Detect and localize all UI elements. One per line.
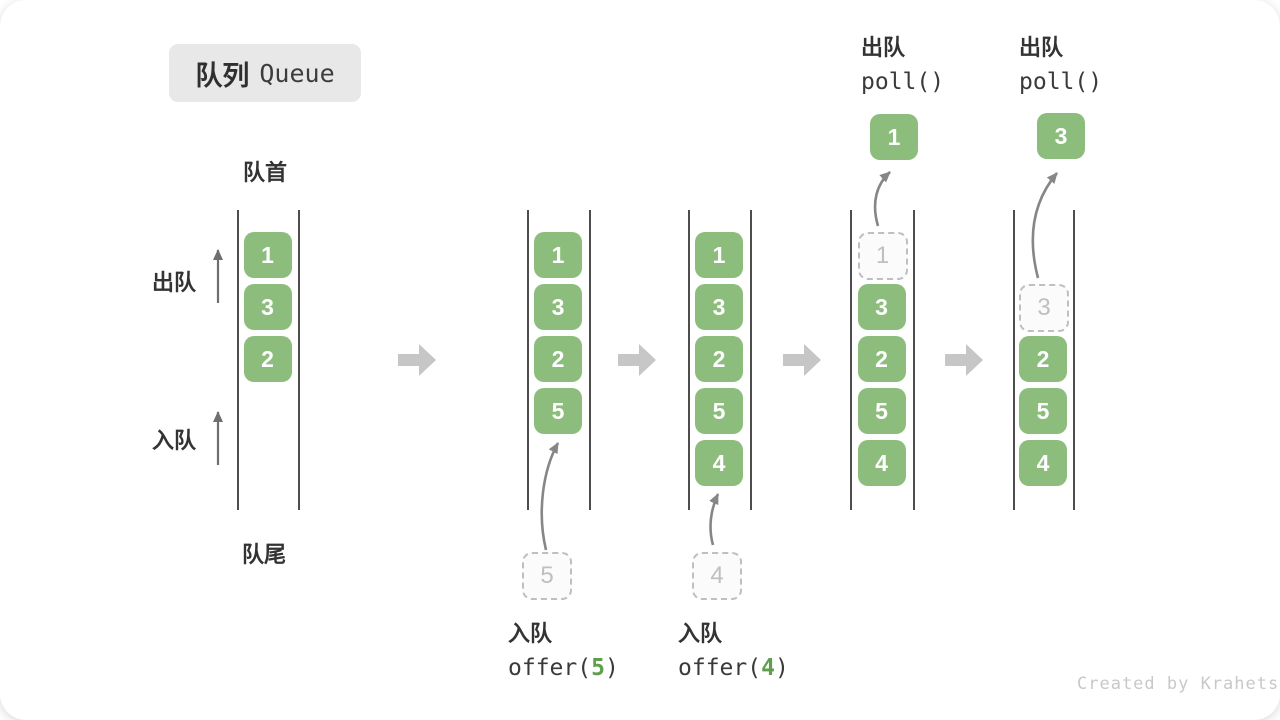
title-chinese: 队列 [195, 60, 250, 91]
title-box: 队列 Queue [169, 44, 361, 102]
dequeue-move-arrow-icon [873, 171, 891, 227]
title-english: Queue [259, 58, 335, 88]
incoming-element: 5 [522, 552, 572, 600]
queue-cell: 5 [1019, 388, 1067, 434]
queue-cell: 5 [857, 388, 906, 434]
queue-cell: 2 [695, 336, 743, 382]
label-queue-rear: 队尾 [242, 542, 287, 567]
operation-label: 出队 poll() [1019, 30, 1102, 95]
label-queue-front: 队首 [243, 160, 288, 185]
operation-label: 入队 offer(5) [508, 616, 619, 681]
queue-cell: 4 [695, 440, 743, 486]
queue-wall-right [913, 210, 915, 510]
outgoing-element: 3 [1037, 113, 1085, 159]
label-enqueue: 入队 [152, 428, 197, 453]
enqueue-move-arrow-icon [709, 493, 720, 546]
queue-wall-left [1013, 210, 1015, 510]
queue-cell: 3 [857, 284, 906, 330]
operation-name: 入队 [508, 621, 553, 646]
queue-cell: 5 [534, 388, 582, 434]
queue-wall-right [750, 210, 752, 510]
queue-cell: 2 [243, 336, 292, 382]
watermark-credit: Created by Krahets [1077, 674, 1280, 694]
operation-code: poll() [1019, 69, 1103, 95]
queue-wall-left [688, 210, 690, 510]
dequeue-move-arrow-icon [1031, 172, 1058, 279]
queue-cell: 4 [857, 440, 906, 486]
operation-name: 出队 [1019, 35, 1064, 60]
operation-code: offer(4) [678, 655, 789, 681]
queue-cell-removed: 3 [1019, 284, 1069, 332]
queue-wall-left [237, 210, 239, 510]
operation-label: 入队 offer(4) [678, 616, 789, 681]
incoming-element: 4 [692, 552, 742, 600]
queue-cell: 4 [1019, 440, 1067, 486]
outgoing-element: 1 [870, 114, 918, 160]
operation-code: poll() [861, 69, 945, 95]
next-state-arrow-icon [398, 344, 436, 376]
queue-cell: 3 [243, 284, 292, 330]
queue-wall-left [527, 210, 529, 510]
queue-wall-left [850, 210, 852, 510]
queue-cell: 5 [695, 388, 743, 434]
label-dequeue: 出队 [152, 270, 197, 295]
queue-cell: 2 [857, 336, 906, 382]
next-state-arrow-icon [783, 344, 821, 376]
queue-cell: 1 [243, 232, 292, 278]
operation-label: 出队 poll() [861, 30, 944, 95]
queue-cell: 2 [534, 336, 582, 382]
operation-name: 入队 [678, 621, 723, 646]
queue-cell: 1 [534, 232, 582, 278]
next-state-arrow-icon [945, 344, 983, 376]
queue-wall-right [589, 210, 591, 510]
operation-code: offer(5) [508, 655, 619, 681]
queue-wall-right [298, 210, 300, 510]
queue-cell: 2 [1019, 336, 1067, 382]
queue-cell: 3 [534, 284, 582, 330]
next-state-arrow-icon [618, 344, 656, 376]
queue-cell: 1 [695, 232, 743, 278]
queue-wall-right [1073, 210, 1075, 510]
queue-cell: 3 [695, 284, 743, 330]
queue-cell-removed: 1 [857, 232, 908, 280]
enqueue-move-arrow-icon [540, 442, 560, 551]
operation-name: 出队 [861, 35, 906, 60]
